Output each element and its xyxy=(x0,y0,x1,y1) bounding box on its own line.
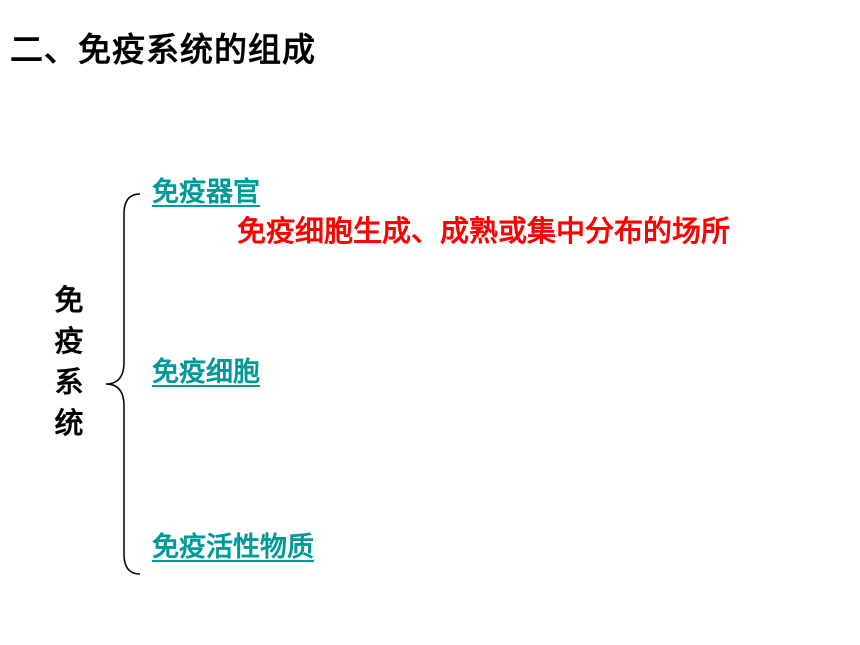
curly-brace-icon xyxy=(105,193,141,575)
immune-organs-link[interactable]: 免疫器官 xyxy=(152,177,260,208)
vertical-label-char: 免 xyxy=(54,283,84,317)
immune-cells-link[interactable]: 免疫细胞 xyxy=(152,357,260,388)
vertical-label-char: 疫 xyxy=(54,324,84,358)
vertical-label-char: 系 xyxy=(54,365,84,399)
slide-title: 二、免疫系统的组成 xyxy=(10,30,316,69)
vertical-label-char: 统 xyxy=(54,406,84,440)
immune-system-vertical-label: 免 疫 系 统 xyxy=(52,280,86,444)
immune-active-substances-link[interactable]: 免疫活性物质 xyxy=(152,532,314,563)
immune-organs-note: 免疫细胞生成、成熟或集中分布的场所 xyxy=(237,214,731,248)
